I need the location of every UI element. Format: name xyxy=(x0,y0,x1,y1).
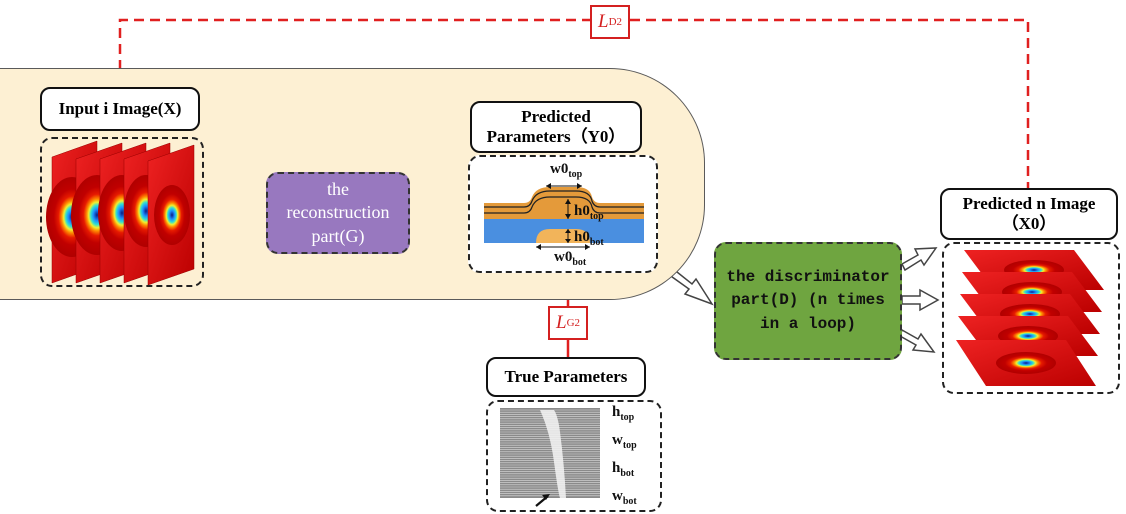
input-image-title: Input i Image(X) xyxy=(40,87,200,131)
true-parameters-panel: htop wtop hbot wbot xyxy=(486,400,662,512)
loss-d-connector xyxy=(118,18,1030,188)
layer-structure-diagram xyxy=(484,183,644,269)
reconstruction-part-box: the reconstruction part(G) xyxy=(266,172,410,254)
predicted-image-stack xyxy=(956,250,1104,386)
h0-top-label: h0top xyxy=(574,203,604,222)
predicted-parameters-title: Predicted Parameters（Y0） xyxy=(470,101,642,153)
true-parameters-title: True Parameters xyxy=(486,357,646,397)
discriminator-part-box: the discriminator part(D) (n times in a … xyxy=(714,242,902,360)
predicted-image-title: Predicted n Image（X0） xyxy=(940,188,1118,240)
h-bot-label: hbot xyxy=(612,460,635,479)
input-image-panel xyxy=(40,137,204,287)
h-top-label: htop xyxy=(612,404,635,423)
true-parameters-plot xyxy=(500,408,600,507)
w0-top-label: w0top xyxy=(550,161,583,180)
arrow-d-to-x0-2 xyxy=(901,288,940,312)
arrow-d-to-x0-1 xyxy=(901,247,938,272)
w-top-label: wtop xyxy=(612,432,637,451)
predicted-image-panel xyxy=(942,242,1120,394)
h0-bot-label: h0bot xyxy=(574,229,604,248)
reconstruction-part-label: the reconstruction part(G) xyxy=(286,178,390,246)
predicted-structure-panel: w0top h0top h0bot w0bot xyxy=(468,155,658,273)
w-bot-label: wbot xyxy=(612,488,637,507)
discriminator-part-label: the discriminator part(D) (n times in a … xyxy=(726,268,890,333)
input-image-stack xyxy=(46,140,195,286)
arrow-d-to-x0-3 xyxy=(899,328,936,353)
w0-bot-label: w0bot xyxy=(554,249,587,268)
